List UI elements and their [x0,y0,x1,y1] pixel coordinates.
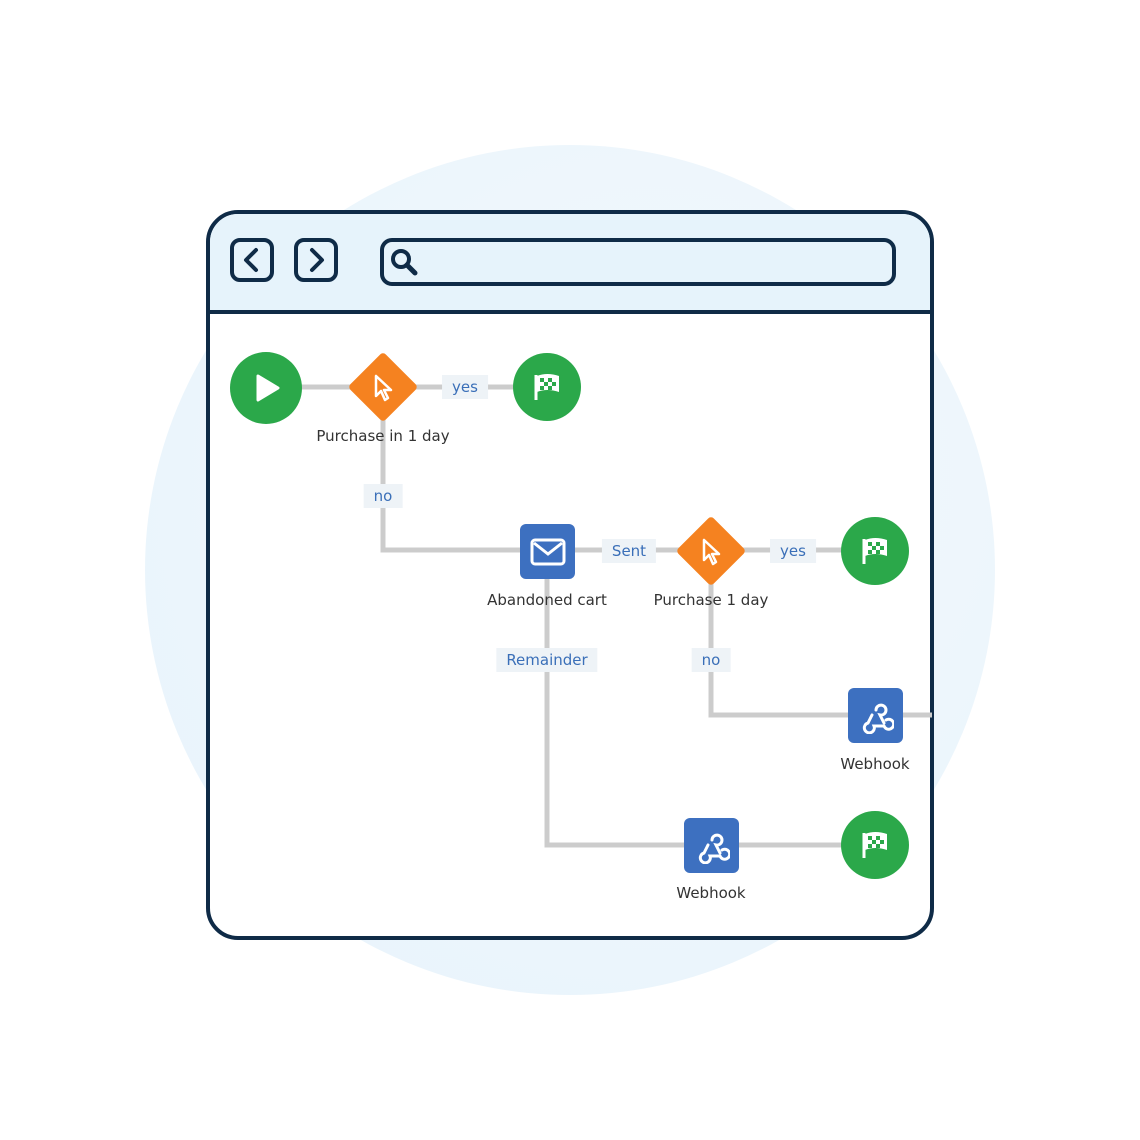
decision1-label: Purchase in 1 day [316,427,450,445]
edge-decision1-no [380,410,547,553]
webhook1-label: Webhook [840,755,910,773]
edge-label-no-2: no [691,648,731,672]
webhook-icon [862,703,894,734]
play-icon [256,374,280,402]
back-button[interactable] [230,238,274,282]
edge-label-yes-2: yes [770,539,816,563]
cursor-icon [702,538,721,566]
browser-toolbar [210,214,930,314]
checkered-flag-icon [534,374,559,400]
webhook-node-2[interactable] [684,818,739,873]
webhook-node-1[interactable] [848,688,903,743]
checkered-flag-icon [862,832,887,858]
edge-label-sent: Sent [601,539,657,563]
finish-node-2[interactable] [841,517,909,585]
browser-window [206,210,934,940]
edge-label-no: no [363,484,403,508]
chevron-left-icon [244,248,258,272]
cursor-icon [374,374,393,402]
edge-label-remainder: Remainder [496,648,598,672]
finish-node[interactable] [513,353,581,421]
search-icon [391,249,418,276]
edge-label-yes: yes [442,375,488,399]
chevron-right-icon [310,248,324,272]
start-node[interactable] [230,352,302,424]
email-label: Abandoned cart [487,591,607,609]
checkered-flag-icon [862,538,887,564]
decision2-label: Purchase 1 day [653,591,769,609]
webhook-icon [698,833,730,864]
forward-button[interactable] [294,238,338,282]
finish-node-3[interactable] [841,811,909,879]
webhook2-label: Webhook [676,884,746,902]
email-node-abandoned-cart[interactable] [520,524,575,579]
envelope-icon [530,538,565,565]
search-input[interactable] [380,238,896,286]
